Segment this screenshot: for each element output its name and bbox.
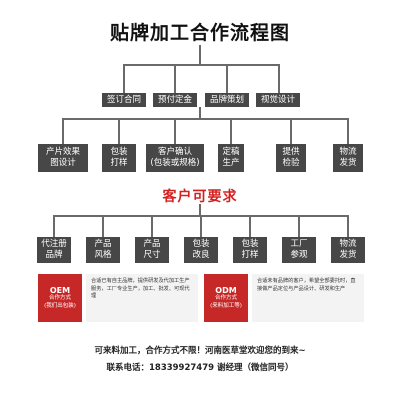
process-label-line: 物流 xyxy=(339,147,357,158)
process-box: 包装 打样 xyxy=(102,144,136,172)
requirement-label-line: 打样 xyxy=(241,250,259,260)
step-label: 预付定金 xyxy=(157,94,192,105)
step-box: 品牌策划 xyxy=(205,93,249,107)
connector-line xyxy=(199,107,201,119)
oem-label: OEM xyxy=(49,286,71,296)
connector-line xyxy=(151,215,153,237)
step-box: 视觉设计 xyxy=(256,93,300,107)
process-box: 物流 发货 xyxy=(333,144,363,172)
process-box: 客户确认 (包装或规格) xyxy=(146,144,204,172)
connector-line xyxy=(53,215,55,237)
process-label-line: (包装或规格) xyxy=(150,158,200,168)
requirement-label-line: 包装 xyxy=(241,239,259,250)
step-label: 品牌策划 xyxy=(209,94,244,105)
step-label: 视觉设计 xyxy=(260,94,295,105)
connector-line xyxy=(249,215,251,237)
connector-line xyxy=(123,64,125,94)
oem-description: 合适已有自主品牌，提供研发及代加工生产服务，工厂专业生产，加工、批发、可现代理 xyxy=(86,274,198,322)
process-label-line: 定稿 xyxy=(222,147,240,158)
step-box: 预付定金 xyxy=(153,93,197,107)
process-box: 提供 检验 xyxy=(276,144,306,172)
process-box: 产片效果 图设计 xyxy=(38,144,88,172)
connector-line xyxy=(102,215,104,237)
connector-line xyxy=(230,118,232,144)
connector-line xyxy=(298,215,300,237)
odm-label: ODM xyxy=(215,286,237,296)
requirement-label-line: 物流 xyxy=(339,239,357,250)
page-title: 贴牌加工合作流程图 xyxy=(109,22,290,44)
requirement-label-line: 发货 xyxy=(339,250,357,260)
requirement-label-line: 产品 xyxy=(94,239,112,250)
oem-badge: OEM 合作方式 (我们出包装) xyxy=(38,274,82,322)
connector-line xyxy=(174,64,176,94)
requirement-box: 产品 尺寸 xyxy=(135,237,169,263)
connector-line xyxy=(347,215,349,237)
connector-line xyxy=(347,118,349,144)
requirement-box: 产品 风格 xyxy=(86,237,120,263)
process-label-line: 发货 xyxy=(339,158,357,168)
requirement-label-line: 代注册 xyxy=(41,239,67,250)
connector-line xyxy=(62,118,64,144)
process-label-line: 图设计 xyxy=(50,158,76,168)
odm-description: 合适未有品牌的客户，希望全部委托时，直接做产品定位与产品设计、研发和生产 xyxy=(252,274,364,322)
connector-line xyxy=(290,118,292,144)
requirement-box: 物流 发货 xyxy=(331,237,365,263)
connector-line xyxy=(226,64,228,94)
step-label: 签订合同 xyxy=(106,94,141,105)
process-label-line: 提供 xyxy=(282,147,300,158)
requirements-title: 客户可要求 xyxy=(162,189,238,205)
connector-line xyxy=(199,204,201,216)
oem-sub-note: (我们出包装) xyxy=(44,302,76,309)
requirement-box: 包装 改良 xyxy=(184,237,218,263)
step-box: 签订合同 xyxy=(102,93,146,107)
requirement-label-line: 风格 xyxy=(94,250,112,260)
slogan: 可来料加工，合作方式不限！河南医草堂欢迎您的到来~ xyxy=(94,346,306,356)
process-label-line: 客户确认 xyxy=(157,147,192,158)
requirement-box: 工厂 参观 xyxy=(282,237,316,263)
odm-sub-label: 合作方式 xyxy=(214,295,237,302)
odm-sub-note: (来料加工等) xyxy=(210,302,242,309)
process-box: 定稿 生产 xyxy=(218,144,244,172)
connector-line xyxy=(174,118,176,144)
process-label-line: 打样 xyxy=(110,158,128,168)
requirement-label-line: 改良 xyxy=(192,250,210,260)
oem-sub-label: 合作方式 xyxy=(48,295,71,302)
connector-line xyxy=(278,64,280,94)
requirement-label-line: 参观 xyxy=(290,250,308,260)
process-label-line: 检验 xyxy=(282,158,300,168)
requirement-label-line: 品牌 xyxy=(45,250,63,260)
process-label-line: 生产 xyxy=(222,158,240,168)
odm-badge: ODM 合作方式 (来料加工等) xyxy=(204,274,248,322)
contact-info: 联系电话：18339927479 谢经理（微信同号） xyxy=(106,363,294,373)
requirement-box: 包装 打样 xyxy=(233,237,267,263)
requirement-label-line: 尺寸 xyxy=(143,250,161,260)
connector-line xyxy=(123,64,280,66)
requirement-label-line: 工厂 xyxy=(290,239,308,250)
process-label-line: 产片效果 xyxy=(45,147,80,158)
connector-line xyxy=(62,118,349,120)
requirement-label-line: 包装 xyxy=(192,239,210,250)
connector-line xyxy=(199,45,201,65)
connector-line xyxy=(200,215,202,237)
connector-line xyxy=(118,118,120,144)
requirement-box: 代注册 品牌 xyxy=(37,237,71,263)
requirement-label-line: 产品 xyxy=(143,239,161,250)
process-label-line: 包装 xyxy=(110,147,128,158)
